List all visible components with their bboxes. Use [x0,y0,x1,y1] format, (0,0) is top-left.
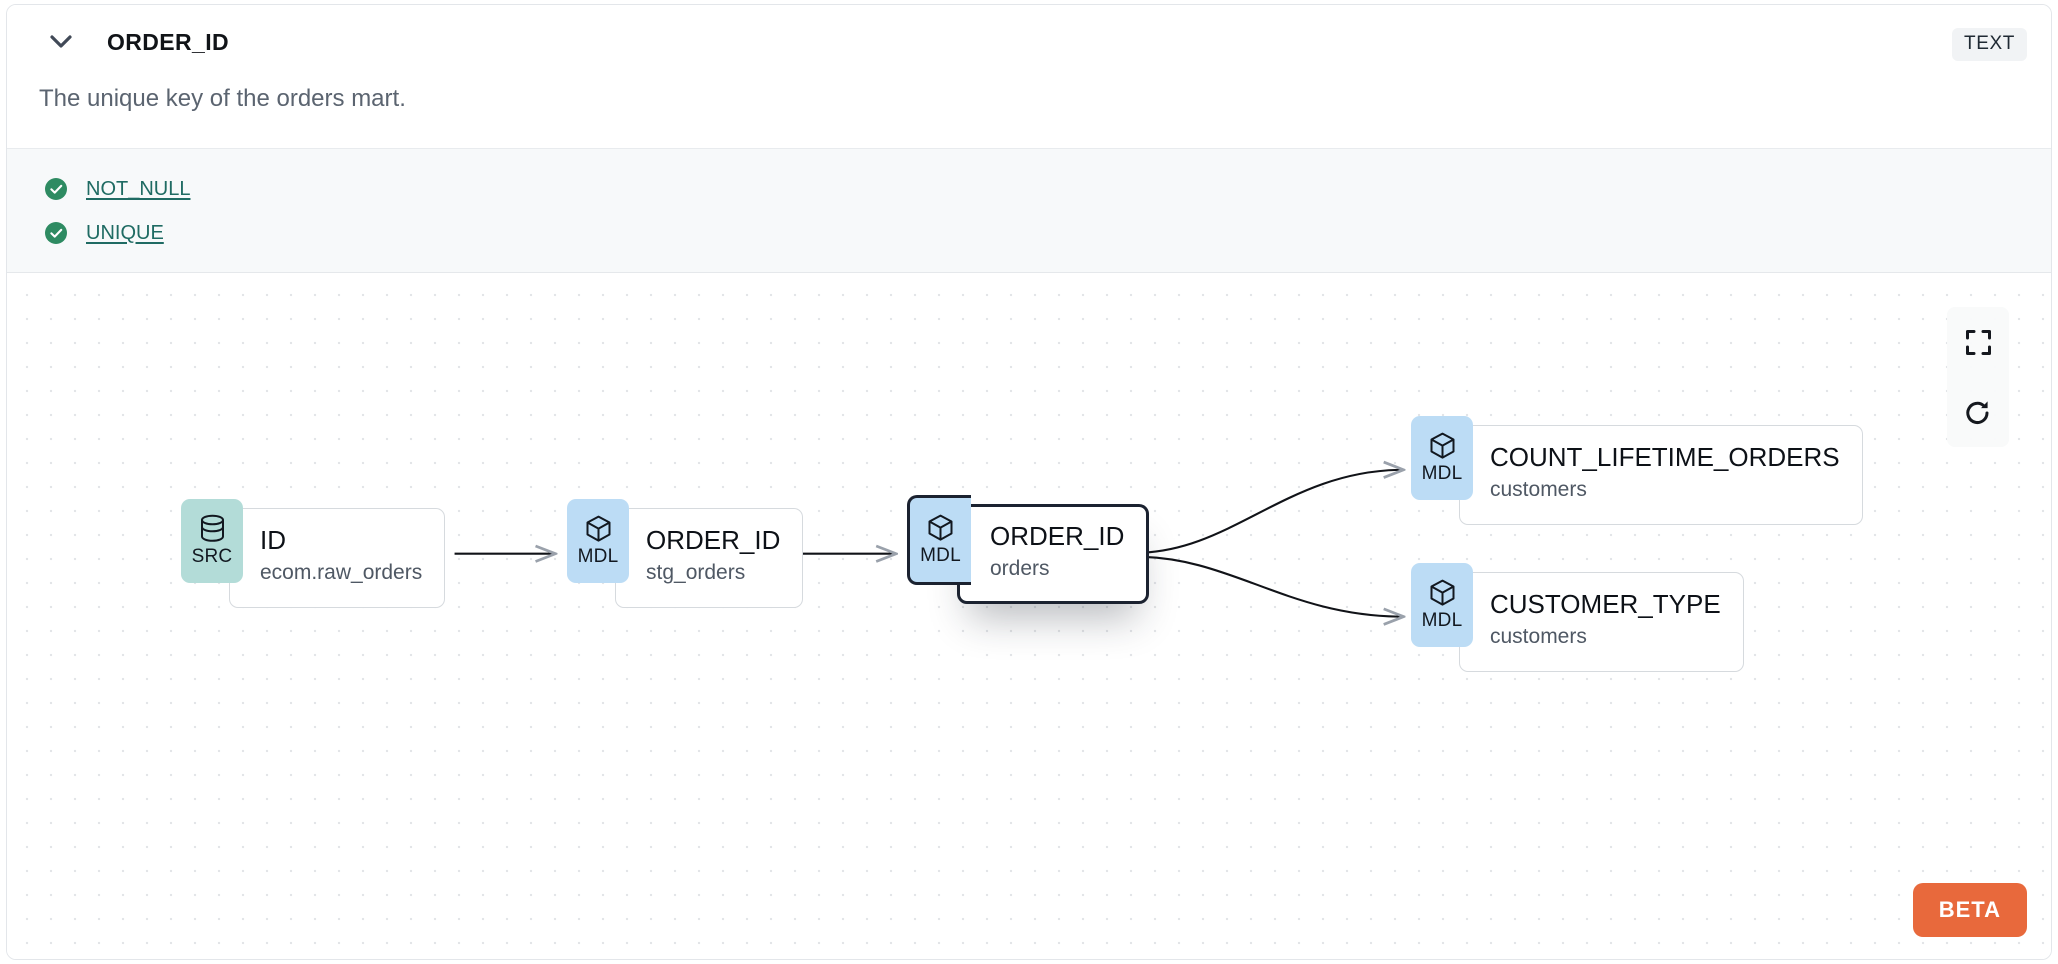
cube-icon [926,513,955,545]
node-kind-label: MDL [577,546,619,567]
chevron-down-icon[interactable] [47,28,75,56]
column-detail-card: ORDER_ID TEXT The unique key of the orde… [6,4,2052,960]
column-header-row: ORDER_ID [7,5,2051,79]
check-circle-icon [45,178,67,200]
test-link-not-null[interactable]: NOT_NULL [86,177,191,200]
node-source: orders [990,557,1050,581]
test-row: NOT_NULL [7,167,2051,211]
cube-icon [1428,578,1457,610]
lineage-node-customer-type[interactable]: MDL CUSTOMER_TYPE customers [1411,563,1744,672]
data-type-badge: TEXT [1952,28,2027,61]
lineage-node-orders-selected[interactable]: MDL ORDER_ID orders [907,495,1150,604]
edge-n2-n3 [1135,470,1404,554]
node-kind-badge-mdl: MDL [1411,563,1473,647]
lineage-edges [454,273,2051,958]
node-body: ORDER_ID stg_orders [615,508,804,608]
refresh-icon [1964,399,1992,427]
fullscreen-icon [1965,329,1992,356]
node-kind-label: SRC [191,546,233,567]
fit-view-button[interactable] [1947,307,2009,377]
tests-section: NOT_NULL UNIQUE [7,148,2051,273]
node-source: customers [1490,625,1587,649]
cube-icon [1428,431,1457,463]
test-link-unique[interactable]: UNIQUE [86,221,164,244]
edge-n2-n4 [1135,555,1404,617]
lineage-node-count-lifetime-orders[interactable]: MDL COUNT_LIFETIME_ORDERS customers [1411,416,1863,525]
node-name: ORDER_ID [646,525,781,556]
canvas-controls [1947,307,2009,447]
lineage-node-stg-orders[interactable]: MDL ORDER_ID stg_orders [567,499,804,608]
reset-button[interactable] [1947,377,2009,447]
node-kind-label: MDL [920,545,961,566]
node-kind-badge-mdl: MDL [1411,416,1473,500]
node-body: ORDER_ID orders [957,504,1150,604]
test-row: UNIQUE [7,211,2051,255]
lineage-canvas[interactable]: SRC ID ecom.raw_orders MDL ORDE [7,273,2051,959]
node-name: CUSTOMER_TYPE [1490,589,1721,620]
node-kind-badge-mdl: MDL [567,499,629,583]
node-name: COUNT_LIFETIME_ORDERS [1490,442,1840,473]
node-body: COUNT_LIFETIME_ORDERS customers [1459,425,1863,525]
cube-icon [584,514,613,546]
node-name: ID [260,525,286,556]
node-kind-badge-src: SRC [181,499,243,583]
node-source: customers [1490,478,1587,502]
node-kind-badge-mdl: MDL [907,495,971,585]
database-icon [199,514,226,546]
node-kind-label: MDL [1421,463,1463,484]
node-body: ID ecom.raw_orders [229,508,446,608]
node-source: stg_orders [646,561,746,585]
column-description: The unique key of the orders mart. [39,85,406,112]
node-body: CUSTOMER_TYPE customers [1459,572,1744,672]
page-title: ORDER_ID [107,28,230,55]
node-source: ecom.raw_orders [260,561,423,585]
lineage-node-id[interactable]: SRC ID ecom.raw_orders [181,499,446,608]
check-circle-icon [45,222,67,244]
node-kind-label: MDL [1421,610,1463,631]
column-header: ORDER_ID TEXT The unique key of the orde… [7,5,2051,148]
beta-badge[interactable]: BETA [1912,883,2027,937]
node-name: ORDER_ID [990,521,1125,552]
